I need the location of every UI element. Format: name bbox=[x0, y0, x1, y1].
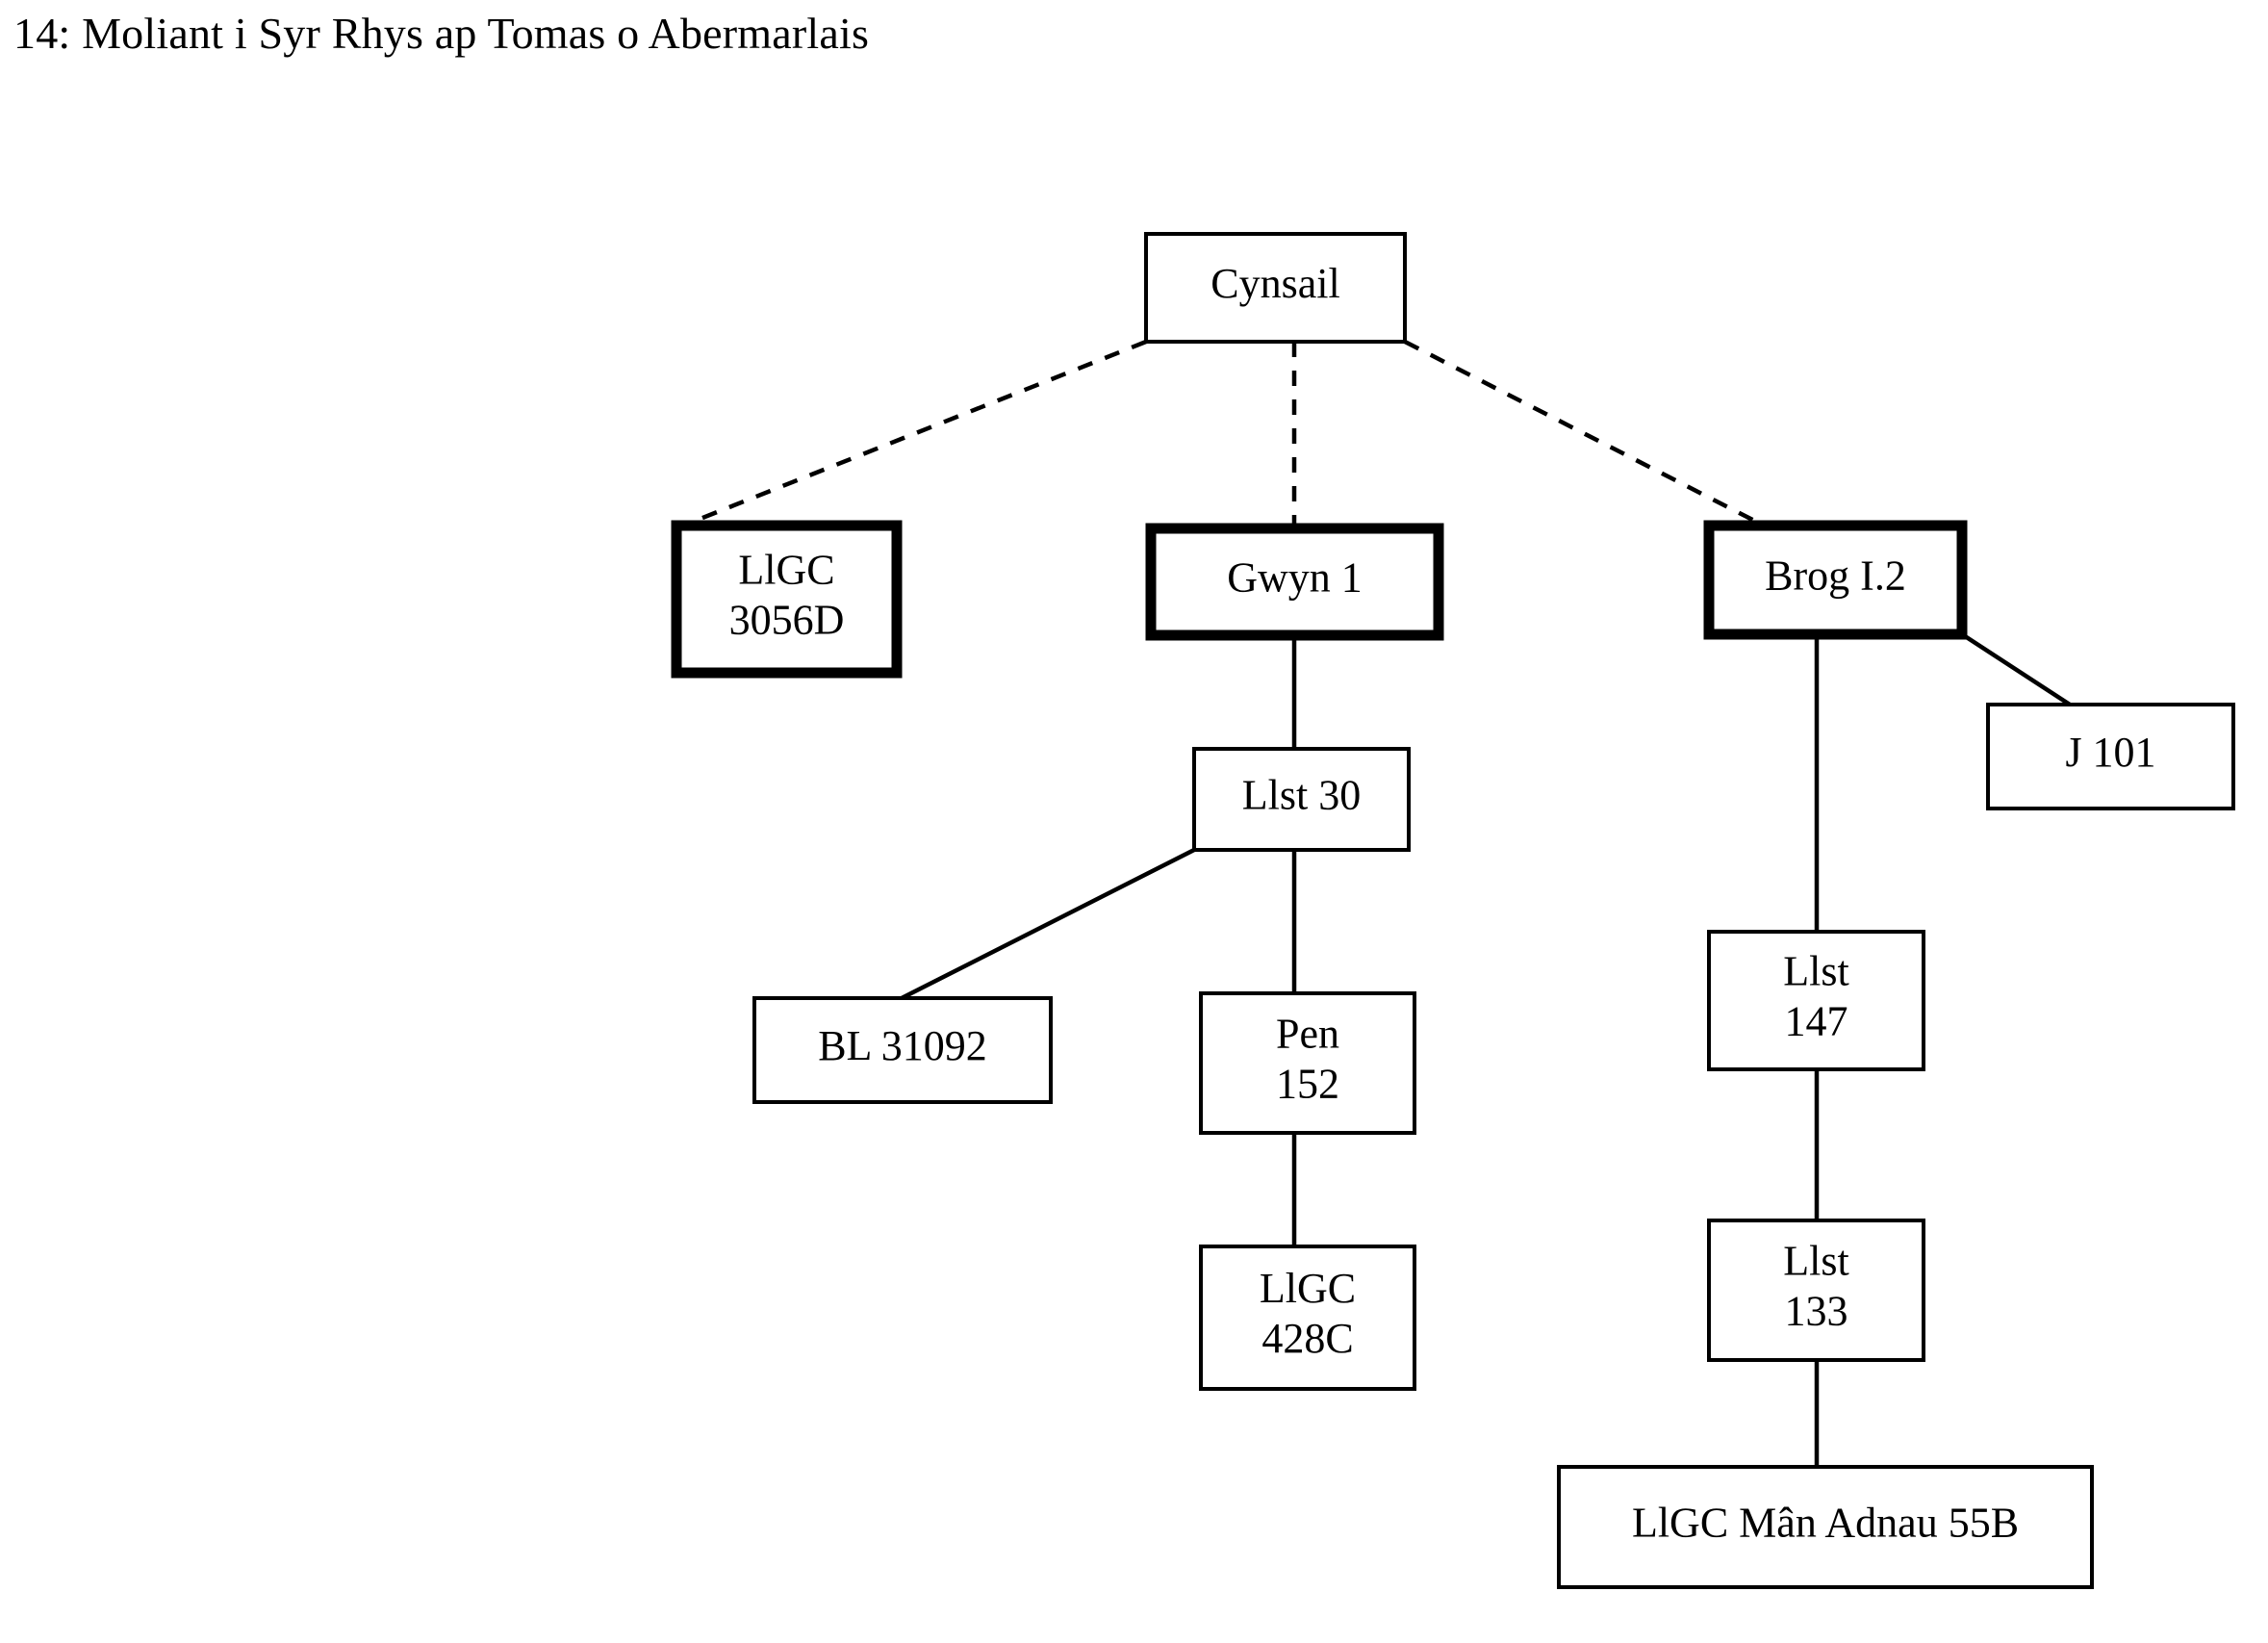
edge-brogi2-to-j101 bbox=[1960, 632, 2072, 706]
node-label-j101: J 101 bbox=[2065, 729, 2155, 776]
node-label-gwyn1: Gwyn 1 bbox=[1227, 554, 1363, 602]
node-box-bl31092[interactable] bbox=[752, 996, 1053, 1104]
node-box-brogi2[interactable] bbox=[1703, 520, 1968, 640]
edge-llst30-to-bl31092 bbox=[900, 847, 1196, 1001]
edge-cynsail-to-brogi2 bbox=[1403, 339, 1766, 528]
node-box-j101[interactable] bbox=[1986, 703, 2235, 810]
node-box-gwyn1[interactable] bbox=[1145, 523, 1444, 641]
node-label-manadnau: LlGC Mân Adnau 55B bbox=[1632, 1500, 2019, 1547]
node-cynsail[interactable]: Cynsail bbox=[1144, 232, 1407, 344]
node-box-manadnau[interactable] bbox=[1557, 1465, 2094, 1589]
node-label-pen152: 152 bbox=[1276, 1061, 1339, 1108]
node-label-llgc3056d: LlGC bbox=[738, 547, 834, 594]
node-label-llgc3056d: 3056D bbox=[729, 597, 845, 644]
node-box-llst147[interactable] bbox=[1707, 930, 1925, 1071]
node-label-llst133: 133 bbox=[1785, 1288, 1848, 1335]
node-gwyn1[interactable]: Gwyn 1 bbox=[1145, 523, 1444, 641]
node-label-llst147: 147 bbox=[1785, 998, 1848, 1045]
page-title: 14: Moliant i Syr Rhys ap Tomas o Aberma… bbox=[13, 9, 870, 58]
node-box-llgc3056d[interactable] bbox=[671, 520, 903, 679]
node-llst30[interactable]: Llst 30 bbox=[1192, 747, 1411, 852]
node-manadnau[interactable]: LlGC Mân Adnau 55B bbox=[1557, 1465, 2094, 1589]
node-box-llgc428c[interactable] bbox=[1199, 1245, 1416, 1391]
node-label-llgc428c: 428C bbox=[1261, 1315, 1353, 1362]
node-label-cynsail: Cynsail bbox=[1210, 260, 1339, 307]
node-brogi2[interactable]: Brog I.2 bbox=[1703, 520, 1968, 640]
node-label-llst30: Llst 30 bbox=[1242, 772, 1361, 819]
node-box-pen152[interactable] bbox=[1199, 991, 1416, 1135]
node-bl31092[interactable]: BL 31092 bbox=[752, 996, 1053, 1104]
node-label-llst133: Llst bbox=[1783, 1238, 1848, 1285]
node-j101[interactable]: J 101 bbox=[1986, 703, 2235, 810]
node-label-llgc428c: LlGC bbox=[1260, 1265, 1356, 1312]
node-label-llst147: Llst bbox=[1783, 948, 1848, 995]
edge-cynsail-to-llgc3056d bbox=[682, 339, 1147, 528]
node-label-pen152: Pen bbox=[1276, 1011, 1339, 1058]
node-label-brogi2: Brog I.2 bbox=[1765, 552, 1906, 600]
node-box-cynsail[interactable] bbox=[1144, 232, 1407, 344]
node-box-llst133[interactable] bbox=[1707, 1219, 1925, 1362]
node-label-bl31092: BL 31092 bbox=[818, 1022, 987, 1069]
edge-layer bbox=[682, 339, 2072, 1467]
node-box-llst30[interactable] bbox=[1192, 747, 1411, 852]
